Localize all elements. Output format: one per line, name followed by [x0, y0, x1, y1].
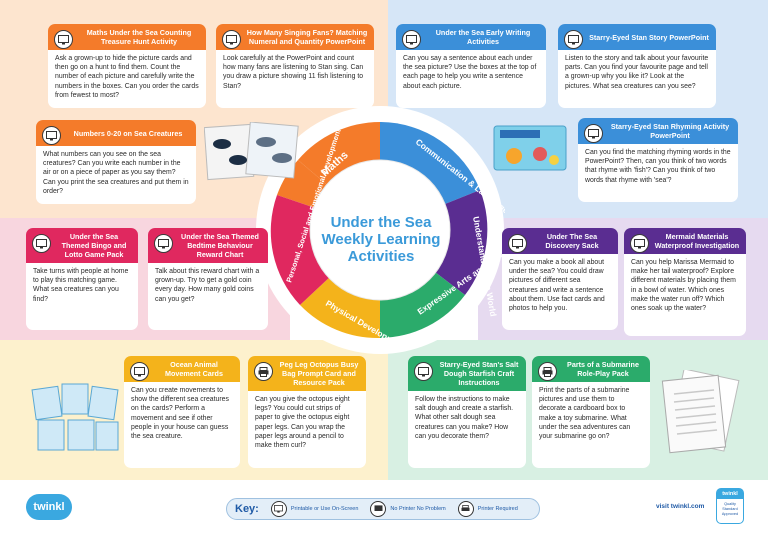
monitor-icon [402, 30, 421, 49]
monitor-icon [584, 124, 603, 143]
submarine-pack-image [661, 370, 740, 454]
key-item-no-printer: No Printer No Problem [370, 501, 446, 517]
card-body: What numbers can you see on the sea crea… [43, 151, 189, 195]
key-item-label: No Printer No Problem [390, 506, 446, 512]
card-body: Listen to the story and talk about your … [565, 55, 709, 90]
card-body: Can you create movements to show the dif… [131, 387, 229, 441]
card-body: Follow the instructions to make salt dou… [415, 396, 514, 440]
monitor-icon [130, 362, 149, 381]
monitor-icon [54, 30, 73, 49]
sea-creature-cards-image [204, 122, 299, 181]
monitor-icon [564, 30, 583, 49]
page-title: Under the Sea Weekly Learning Activities [321, 214, 441, 265]
card-numbers-sea-creatures[interactable]: Numbers 0-20 on Sea Creatures What numbe… [36, 120, 196, 204]
card-body: Can you help Marissa Mermaid to make her… [631, 259, 736, 313]
quality-badge: twinkl Quality Standard Approved [716, 488, 744, 524]
monitor-icon [630, 234, 649, 253]
key-item-printable: Printable or Use On-Screen [270, 501, 359, 517]
card-octopus-busy-bag[interactable]: Peg Leg Octopus Busy Bag Prompt Card and… [248, 356, 366, 468]
card-title: Numbers 0-20 on Sea Creatures [36, 120, 196, 146]
card-body: Can you say a sentence about each under … [403, 55, 537, 90]
card-body: Can you make a book all about under the … [509, 259, 605, 313]
card-title: Under the Sea Early Writing Activities [396, 24, 546, 50]
monitor-icon [32, 234, 51, 253]
monitor-icon [222, 30, 241, 49]
card-stan-story[interactable]: Starry-Eyed Stan Story PowerPoint Listen… [558, 24, 716, 108]
quality-badge-text: Quality Standard Approved [721, 502, 739, 516]
card-body: Can you find the matching rhyming words … [585, 149, 731, 184]
printer-icon [538, 362, 557, 381]
printer-icon [254, 362, 273, 381]
card-stan-rhyming[interactable]: Starry-Eyed Stan Rhyming Activity PowerP… [578, 118, 738, 202]
card-body: Look carefully at the PowerPoint and cou… [223, 55, 364, 90]
card-title: Starry-Eyed Stan Rhyming Activity PowerP… [578, 118, 738, 144]
quality-badge-brand: twinkl [717, 489, 743, 499]
no-printer-icon [370, 501, 387, 517]
card-movement-cards[interactable]: Ocean Animal Movement Cards Can you crea… [124, 356, 240, 468]
card-body: Take turns with people at home to play t… [33, 268, 129, 303]
card-submarine-role-play[interactable]: Parts of a Submarine Role-Play Pack Prin… [532, 356, 650, 468]
monitor-icon [270, 501, 287, 517]
printer-icon [457, 501, 474, 517]
stan-story-image [493, 125, 567, 171]
card-body: Print the parts of a submarine pictures … [539, 387, 631, 441]
key-item-printer-required: Printer Required [457, 501, 518, 517]
card-title: Maths Under the Sea Counting Treasure Hu… [48, 24, 206, 50]
monitor-icon [42, 126, 61, 145]
card-early-writing[interactable]: Under the Sea Early Writing Activities C… [396, 24, 546, 108]
card-body: Talk about this reward chart with a grow… [155, 268, 260, 303]
card-salt-dough-starfish[interactable]: Starry-Eyed Stan's Salt Dough Starfish C… [408, 356, 526, 468]
card-reward-chart[interactable]: Under the Sea Themed Bedtime Behaviour R… [148, 228, 268, 330]
movement-cards-image [31, 383, 119, 451]
key-item-label: Printer Required [477, 506, 518, 512]
card-title: Under the Sea Themed Bedtime Behaviour R… [148, 228, 268, 263]
monitor-icon [154, 234, 173, 253]
key-label: Key: [235, 503, 259, 515]
learning-areas-wheel: Maths Communication & Language and Liter… [256, 106, 505, 354]
card-title: How Many Singing Fans? Matching Numeral … [216, 24, 374, 50]
card-singing-fans[interactable]: How Many Singing Fans? Matching Numeral … [216, 24, 374, 108]
card-body: Ask a grown-up to hide the picture cards… [55, 55, 199, 99]
monitor-icon [414, 362, 433, 381]
card-mermaid-materials[interactable]: Mermaid Materials Waterproof Investigati… [624, 228, 746, 336]
card-body: Can you give the octopus eight legs? You… [255, 396, 350, 450]
card-bingo-lotto[interactable]: Under the Sea Themed Bingo and Lotto Gam… [26, 228, 138, 330]
key-legend: Key: Printable or Use On-Screen No Print… [226, 498, 540, 520]
card-counting-treasure-hunt[interactable]: Maths Under the Sea Counting Treasure Hu… [48, 24, 206, 108]
card-discovery-sack[interactable]: Under The Sea Discovery Sack Can you mak… [502, 228, 618, 330]
visit-link[interactable]: visit twinkl.com [656, 503, 705, 510]
card-title: Starry-Eyed Stan Story PowerPoint [558, 24, 716, 50]
key-item-label: Printable or Use On-Screen [290, 506, 359, 512]
twinkl-logo[interactable]: twinkl [26, 494, 72, 520]
monitor-icon [508, 234, 527, 253]
